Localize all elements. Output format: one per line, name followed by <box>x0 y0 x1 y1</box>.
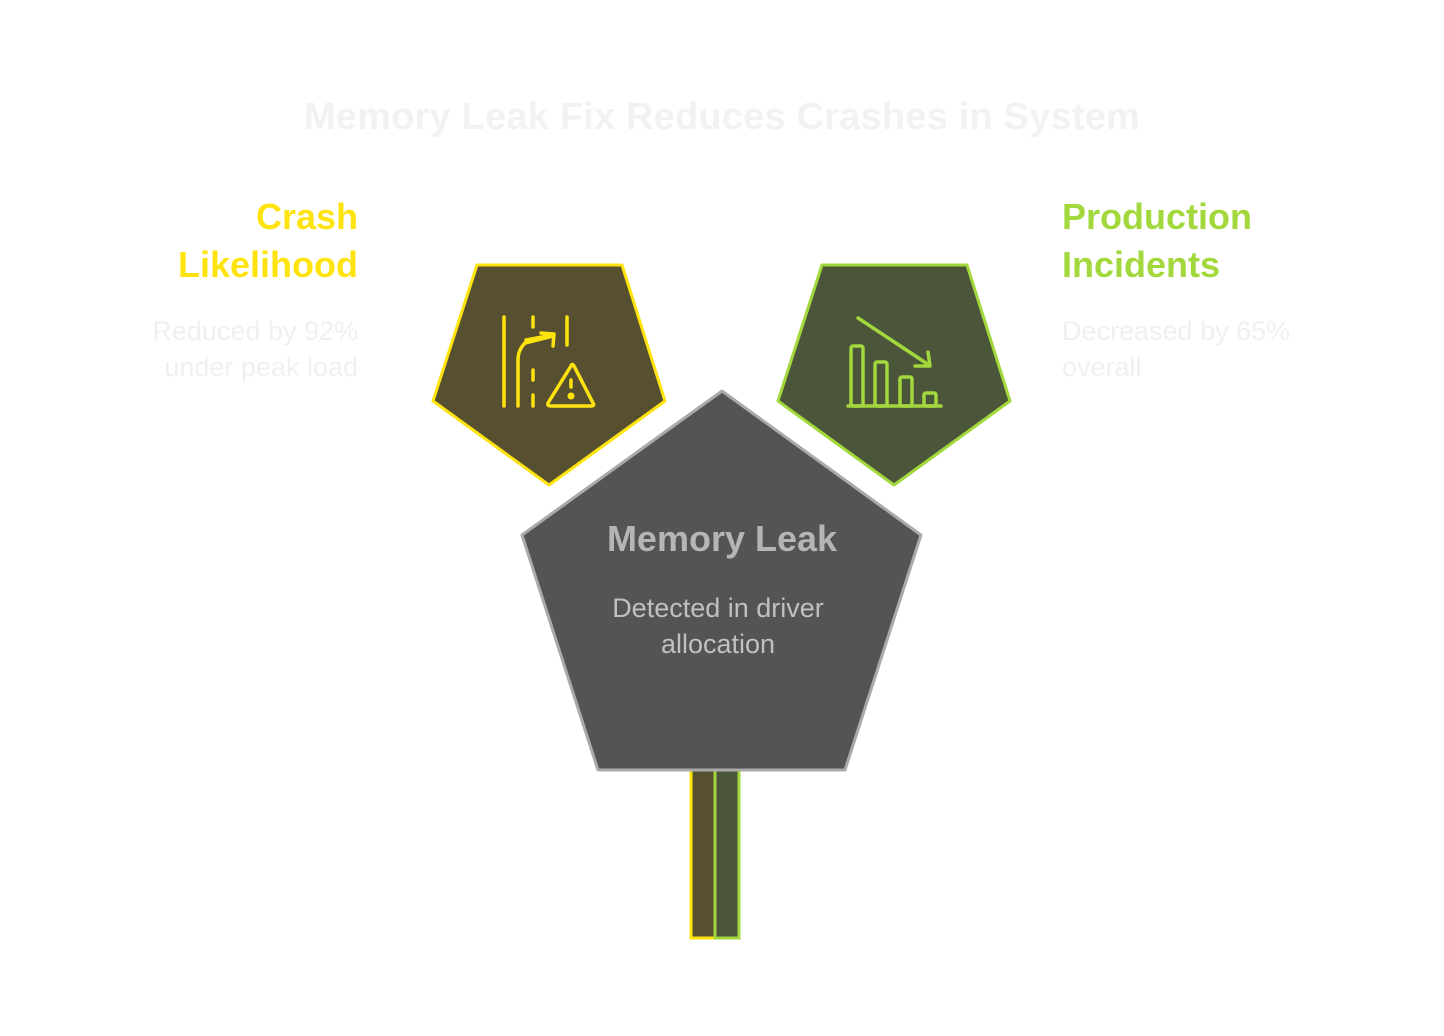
heading-line: Likelihood <box>178 244 358 285</box>
desc-line: Reduced by 92% <box>152 316 358 346</box>
desc-line: Decreased by 65% <box>1062 316 1291 346</box>
production-incidents-heading: Production Incidents <box>1062 193 1382 289</box>
desc-line: allocation <box>660 629 776 659</box>
stem-right-bar <box>713 768 741 940</box>
memory-leak-title: Memory Leak <box>606 518 838 559</box>
crash-likelihood-heading: Crash Likelihood <box>100 193 358 289</box>
memory-leak-description: Detected in driver allocation <box>568 590 868 662</box>
production-incidents-description: Decreased by 65% overall <box>1062 313 1382 385</box>
production-incidents-pentagon <box>776 263 1012 487</box>
crash-likelihood-pentagon <box>431 263 667 487</box>
heading-line: Crash <box>255 196 358 237</box>
crash-likelihood-description: Reduced by 92% under peak load <box>60 313 358 385</box>
memory-leak-pentagon <box>520 389 923 772</box>
diagram-title: Memory Leak Fix Reduces Crashes in Syste… <box>303 96 1141 138</box>
desc-line: under peak load <box>164 352 358 382</box>
stem-left-bar <box>689 768 717 940</box>
heading-line: Production <box>1062 196 1252 237</box>
road-merge-warning-icon <box>502 315 596 408</box>
bar-chart-decrease-icon <box>846 316 943 408</box>
desc-line: Detected in driver <box>612 593 824 623</box>
desc-line: overall <box>1062 352 1142 382</box>
heading-line: Incidents <box>1062 244 1221 285</box>
